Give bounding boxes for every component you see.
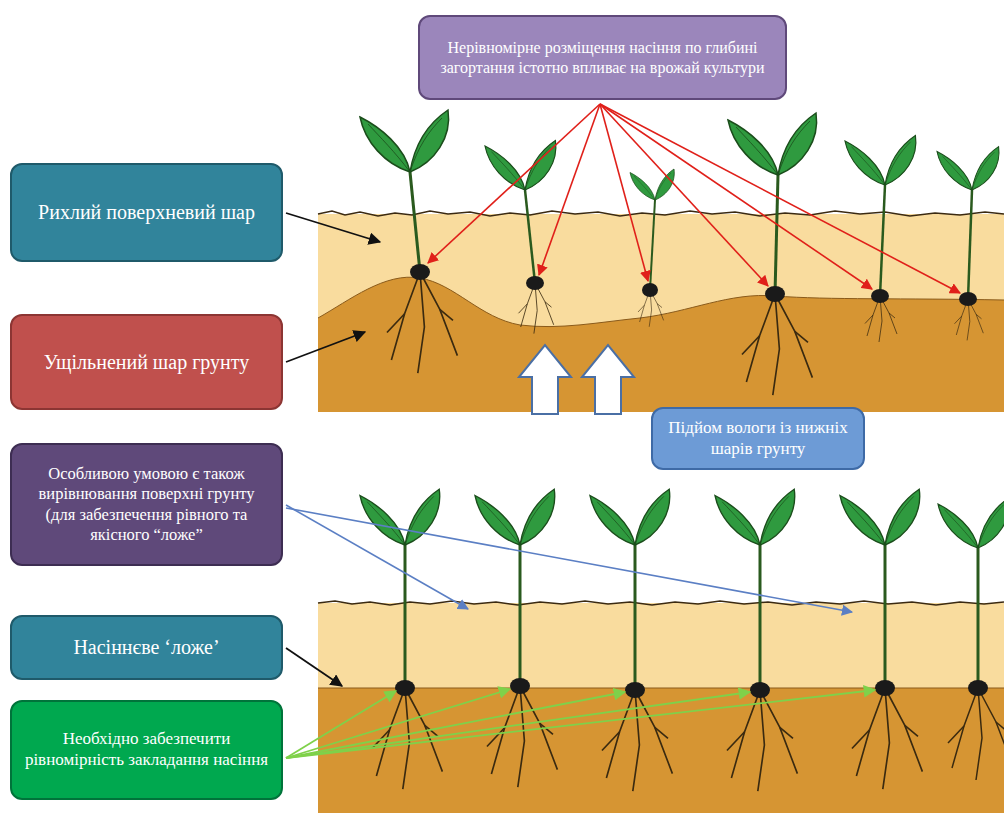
stem <box>880 185 885 296</box>
moisture-label: Підйом вологи із нижніх шарів грунту <box>651 407 865 470</box>
leader-lines-blue <box>286 505 852 612</box>
leader-line <box>428 104 600 263</box>
leader-line <box>286 505 468 609</box>
box-text: Особливою умовою є також вирівнювання по… <box>22 464 271 545</box>
seed <box>968 680 988 696</box>
seed <box>410 264 430 280</box>
leader-line <box>600 104 872 289</box>
loose-layer <box>318 214 1004 412</box>
box-text: Рихлий поверхневий шар <box>22 200 271 224</box>
note-box: Особливою умовою є також вирівнювання по… <box>10 443 283 566</box>
stem <box>884 545 887 688</box>
stem <box>759 545 762 690</box>
leaves <box>728 113 817 175</box>
seed <box>750 682 770 698</box>
soil-panel-uneven <box>318 211 1004 412</box>
stem <box>650 200 655 290</box>
stem <box>404 545 407 688</box>
note-box: Нерівномірне розміщення насіння по глиби… <box>418 15 787 100</box>
seedbed-line <box>318 688 1004 689</box>
soil-surface <box>318 601 1004 605</box>
leaves <box>590 489 670 545</box>
leader-line <box>286 648 342 686</box>
roots <box>742 294 812 395</box>
seed <box>765 286 785 302</box>
seed <box>526 276 544 290</box>
layer-label: Ущільнений шар грунту <box>10 314 283 410</box>
leader-line <box>600 104 768 286</box>
box-text: Насіннєве ‘ложе’ <box>22 635 271 659</box>
seed <box>642 283 658 297</box>
leaves <box>840 489 920 545</box>
leaves <box>475 489 555 545</box>
stem <box>977 548 980 688</box>
leader-line <box>539 104 600 275</box>
seed <box>395 680 415 696</box>
roots <box>852 688 922 789</box>
seed <box>625 682 645 698</box>
leader-line <box>286 213 380 242</box>
seed <box>510 678 530 694</box>
roots <box>487 686 557 787</box>
moisture-arrows <box>519 345 634 414</box>
leader-line <box>286 692 750 758</box>
leader-lines-green <box>286 689 875 758</box>
roots <box>387 272 457 373</box>
plants-uneven <box>360 110 999 395</box>
stem <box>634 545 637 690</box>
leader-lines-black <box>286 213 380 686</box>
roots <box>948 688 1004 780</box>
leaves <box>485 140 556 190</box>
stem <box>519 545 522 686</box>
leader-lines-red <box>428 104 960 293</box>
leader-line <box>286 508 852 612</box>
plants-even <box>360 489 1004 791</box>
seed <box>871 289 889 303</box>
block-arrow <box>582 345 634 414</box>
block-arrow <box>519 345 571 414</box>
leaves <box>715 489 795 545</box>
box-text: Необхідно забезпечити рівномірність закл… <box>22 729 271 770</box>
box-text: Ущільнений шар грунту <box>22 350 271 374</box>
leaves <box>630 169 674 200</box>
leaves <box>937 147 999 190</box>
stem <box>410 172 420 272</box>
soil-panel-even <box>318 601 1004 813</box>
stem <box>968 190 972 299</box>
stem <box>525 190 535 283</box>
leader-line <box>600 104 960 293</box>
stem <box>775 175 778 294</box>
leader-line <box>286 690 875 758</box>
layer-label: Рихлий поверхневий шар <box>10 163 283 262</box>
leader-line <box>286 332 365 362</box>
box-text: Нерівномірне розміщення насіння по глиби… <box>430 38 775 77</box>
leaves <box>360 489 440 545</box>
compacted-layer <box>318 277 1004 412</box>
soil-surface <box>318 211 1004 216</box>
compacted-layer <box>318 688 1004 813</box>
leader-line <box>286 689 510 758</box>
roots <box>519 283 554 334</box>
seed <box>959 292 977 306</box>
leaves <box>360 110 449 172</box>
leaves <box>845 135 916 185</box>
seed <box>875 680 895 696</box>
seedbed-label: Насіннєве ‘ложе’ <box>10 615 283 680</box>
loose-layer <box>318 603 1004 813</box>
leaves <box>938 498 1004 548</box>
box-text: Підйом вологи із нижніх шарів грунту <box>663 418 853 459</box>
note-box: Необхідно забезпечити рівномірність закл… <box>10 700 283 800</box>
